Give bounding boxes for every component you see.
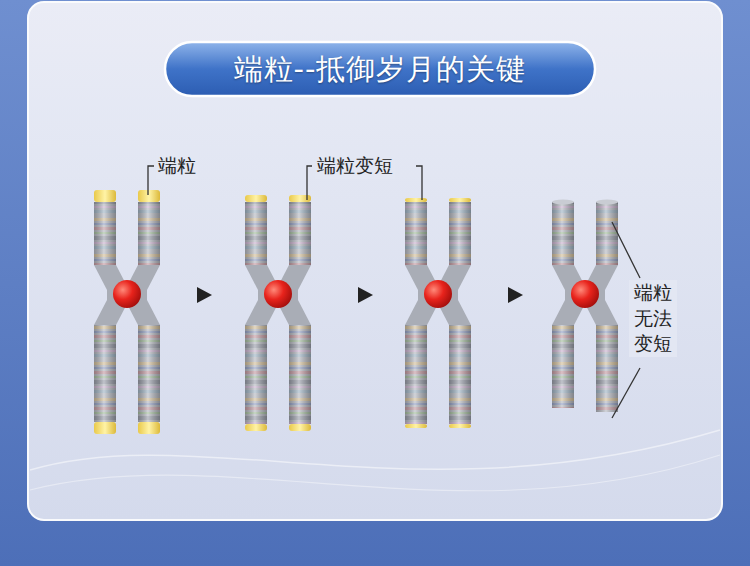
telomere bbox=[289, 195, 311, 202]
chromosome-part bbox=[138, 202, 160, 265]
chromosome-part bbox=[449, 202, 471, 265]
chromosome-part bbox=[138, 202, 160, 265]
chromosome-part bbox=[552, 325, 574, 408]
telomere bbox=[138, 422, 160, 434]
telomere bbox=[245, 195, 267, 202]
centromere bbox=[113, 280, 141, 308]
chromosome-part bbox=[552, 202, 574, 265]
centromere bbox=[424, 280, 452, 308]
chromosome-part bbox=[596, 325, 618, 412]
chromosome-part bbox=[94, 202, 116, 265]
chromosome-part bbox=[405, 202, 427, 265]
chromosome-part bbox=[94, 325, 116, 422]
telomere bbox=[94, 190, 116, 202]
chromosome-part bbox=[552, 200, 574, 205]
chromosome-part bbox=[289, 202, 311, 265]
telomere bbox=[449, 424, 471, 428]
chromosome-part bbox=[245, 202, 267, 265]
chromosome-part bbox=[94, 202, 116, 265]
shortened-label: 端粒变短 bbox=[315, 153, 395, 179]
chromosome-part bbox=[596, 325, 618, 412]
telomere-label: 端粒 bbox=[156, 153, 198, 179]
chromosome-part bbox=[552, 202, 574, 265]
telomere bbox=[405, 198, 427, 202]
chromosome-part bbox=[449, 325, 471, 424]
chromosome-part bbox=[94, 325, 116, 422]
chromosome-part bbox=[449, 325, 471, 424]
telomere bbox=[289, 424, 311, 431]
telomere bbox=[449, 198, 471, 202]
chromosome-part bbox=[449, 202, 471, 265]
chromosome-part bbox=[552, 325, 574, 408]
title-text: 端粒--抵御岁月的关键 bbox=[168, 44, 592, 94]
chromosome-part bbox=[596, 200, 618, 205]
centromere bbox=[571, 280, 599, 308]
chromosome-part bbox=[138, 325, 160, 422]
chromosome-part bbox=[289, 325, 311, 424]
chromosome-part bbox=[596, 202, 618, 265]
chromosome-part bbox=[138, 325, 160, 422]
chromosome-part bbox=[405, 202, 427, 265]
telomere bbox=[405, 424, 427, 428]
chromosome-part bbox=[405, 325, 427, 424]
centromere bbox=[264, 280, 292, 308]
telomere bbox=[245, 424, 267, 431]
chromosome-part bbox=[596, 202, 618, 265]
chromosome-part bbox=[245, 325, 267, 424]
chromosome-part bbox=[405, 325, 427, 424]
chromosome-part bbox=[245, 325, 267, 424]
chromosome-part bbox=[289, 325, 311, 424]
limit-label: 端粒 无法 变短 bbox=[629, 280, 677, 357]
chromosome-part bbox=[289, 202, 311, 265]
telomere bbox=[138, 190, 160, 202]
telomere bbox=[94, 422, 116, 434]
chromosome-part bbox=[245, 202, 267, 265]
